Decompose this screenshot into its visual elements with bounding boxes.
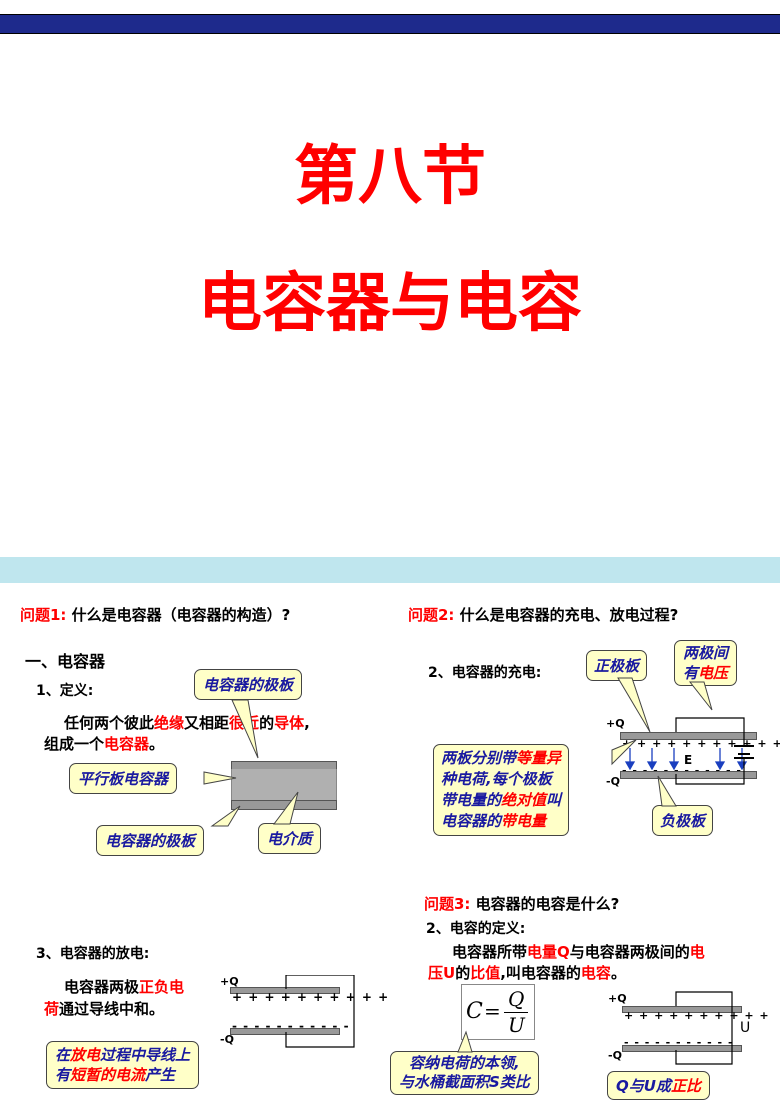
capacitor-bottom-plate xyxy=(231,800,337,810)
minus-charges: - - - - - - - - - - - xyxy=(232,1019,350,1033)
cap-top-plate xyxy=(622,1006,742,1013)
minus-q-label: -Q xyxy=(220,1033,234,1046)
question-1: 问题1: 什么是电容器（电容器的构造）? xyxy=(20,606,291,624)
callout-plate-top: 电容器的极板 xyxy=(194,669,303,700)
definition-label: 1、定义: xyxy=(36,683,94,699)
title-bar xyxy=(0,14,780,34)
discharge-label: 3、电容器的放电: xyxy=(36,946,150,962)
charging-label: 2、电容器的充电: xyxy=(428,665,542,681)
callout-parallel-plate: 平行板电容器 xyxy=(69,763,178,794)
cap-bottom-plate xyxy=(622,1045,742,1052)
callout-charge-note: 两板分别带等量异 种电荷,每个极板 带电量的绝对值叫 电容器的带电量 xyxy=(433,744,570,836)
charge-plus-q: +Q xyxy=(606,717,625,730)
callout-negative-plate: 负极板 xyxy=(652,805,714,836)
capacitance-def-line1: 电容器所带电量Q与电容器两极间的电 xyxy=(452,943,705,961)
callout-dielectric: 电介质 xyxy=(258,823,322,854)
discharge-line2: 荷通过导线中和。 xyxy=(44,1000,165,1018)
capacitance-def-line2: 压U的比值,叫电容器的电容。 xyxy=(428,964,626,982)
plus-charges: + + + + + + + + + + xyxy=(232,990,390,1004)
discharge-line1: 电容器两极正负电 xyxy=(64,978,185,996)
callout-pointers-left xyxy=(203,699,299,827)
slide-divider xyxy=(0,557,780,583)
question-3: 问题3: 电容器的电容是什么? xyxy=(424,895,620,913)
voltage-label: U xyxy=(740,1020,751,1036)
callout-plate-bottom: 电容器的极板 xyxy=(96,825,205,856)
section-heading: 一、电容器 xyxy=(25,652,106,671)
callout-capacity: 容纳电荷的本领, 与水桶截面积S类比 xyxy=(390,1051,539,1095)
callout-positive-plate: 正极板 xyxy=(586,650,648,681)
definition-line1: 任何两个彼此绝缘又相距很近的导体, xyxy=(64,714,310,732)
question-2: 问题2: 什么是电容器的充电、放电过程? xyxy=(408,606,679,624)
cap-plus-q: +Q xyxy=(608,992,627,1005)
field-label: E xyxy=(684,753,693,767)
slide-title-line2: 电容器与电容 xyxy=(198,267,582,341)
charge-minus-q: -Q xyxy=(606,775,620,788)
capacitance-def-label: 2、电容的定义: xyxy=(426,921,526,937)
callout-pointers-right xyxy=(611,677,713,807)
callout-ratio: Q与U成正比 xyxy=(607,1071,710,1100)
cap-minus-q: -Q xyxy=(608,1049,622,1062)
field-arrows xyxy=(624,748,748,770)
definition-line2: 组成一个电容器。 xyxy=(44,735,165,753)
callout-capacity-pointer xyxy=(457,1030,473,1053)
charging-circuit xyxy=(675,717,754,785)
callout-discharge-current: 在放电过程中导线上 有短暂的电流产生 xyxy=(46,1041,200,1089)
slide-title-line1: 第八节 xyxy=(294,140,486,214)
callout-voltage: 两极间 有电压 xyxy=(674,640,738,686)
discharge-top-plate xyxy=(230,987,340,994)
capacitance-formula: C = Q U xyxy=(461,984,535,1040)
discharge-wire xyxy=(285,975,355,1048)
cap-wire xyxy=(675,991,733,1065)
dielectric-block xyxy=(231,769,337,800)
plus-q-label: +Q xyxy=(220,975,239,988)
charge-bottom-plate xyxy=(620,771,757,779)
charge-top-plate xyxy=(620,732,757,740)
discharge-bottom-plate xyxy=(230,1028,340,1035)
